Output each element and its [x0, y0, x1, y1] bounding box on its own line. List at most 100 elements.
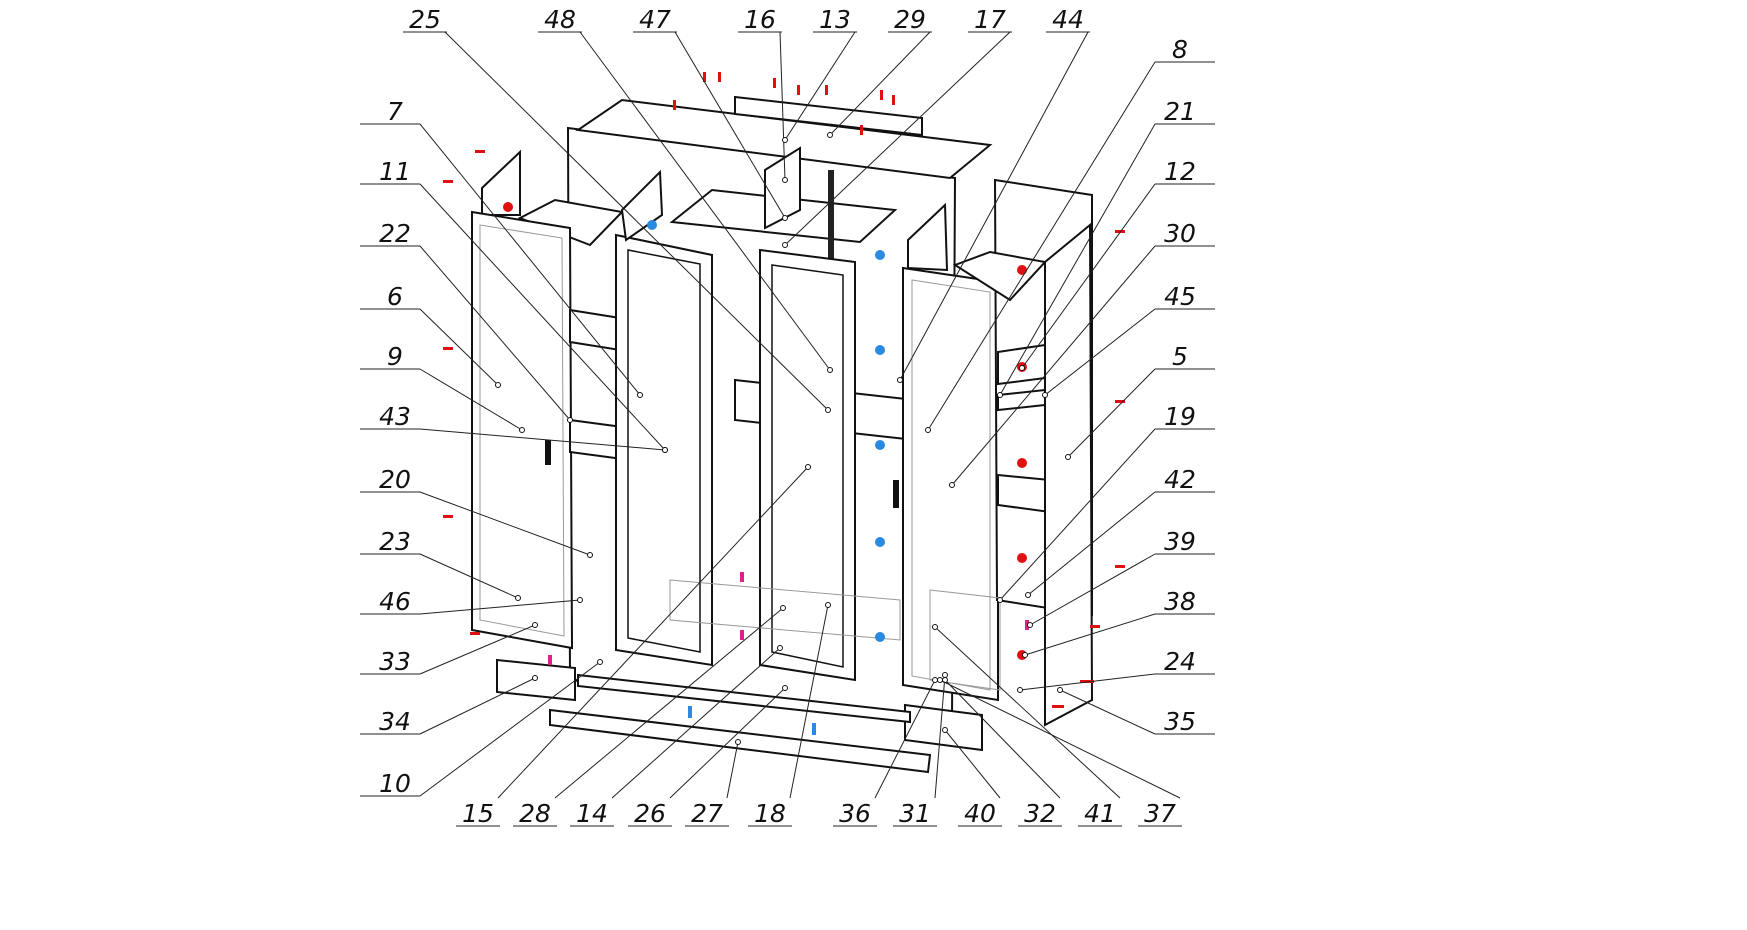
part-label-46: 46 [379, 587, 411, 616]
part-label-25: 25 [409, 5, 441, 34]
leader-line [951, 245, 1156, 486]
part-label-17: 17 [974, 5, 1006, 34]
leader-endpoint [997, 597, 1003, 603]
leader-line [419, 245, 571, 421]
leader-endpoint [1017, 687, 1023, 693]
leader-endpoint [782, 177, 788, 183]
leader-line [999, 428, 1156, 601]
leader-line [611, 647, 781, 799]
leader-line [944, 729, 1001, 799]
part-label-9: 9 [387, 342, 403, 371]
leader-line [419, 677, 536, 735]
leader-line [1021, 183, 1156, 369]
leader-endpoint [782, 215, 788, 221]
leader-endpoint [597, 659, 603, 665]
leader-endpoint [577, 597, 583, 603]
leader-endpoint [997, 392, 1003, 398]
part-label-45: 45 [1164, 282, 1196, 311]
part-label-38: 38 [1164, 587, 1196, 616]
left-narrow-panel [620, 169, 664, 242]
part-label-30: 30 [1164, 219, 1196, 248]
right-outer-panel [1044, 222, 1094, 727]
leader-line [554, 607, 784, 799]
part-label-29: 29 [894, 5, 926, 34]
leader-line [939, 679, 1181, 799]
leader-line [899, 31, 1089, 381]
leader-endpoint [827, 367, 833, 373]
part-label-34: 34 [379, 707, 411, 736]
part-label-42: 42 [1164, 465, 1196, 494]
part-label-7: 7 [387, 97, 403, 126]
part-label-36: 36 [839, 799, 871, 828]
leader-line [674, 31, 786, 219]
part-label-22: 22 [379, 219, 411, 248]
part-label-13: 13 [819, 5, 851, 34]
right-door-handle [893, 480, 899, 508]
part-label-10: 10 [379, 769, 411, 798]
leader-endpoint [735, 739, 741, 745]
leader-endpoint [1065, 454, 1071, 460]
leader-line [419, 368, 523, 431]
leader-line [579, 31, 831, 371]
leader-endpoint [782, 242, 788, 248]
part-label-44: 44 [1052, 5, 1084, 34]
leader-endpoint [932, 624, 938, 630]
leader-line [419, 661, 601, 797]
part-label-47: 47 [639, 5, 671, 34]
wardrobe-drawing [443, 72, 1125, 774]
leader-line [1027, 491, 1156, 596]
leader-endpoint [937, 677, 943, 683]
part-label-40: 40 [964, 799, 996, 828]
part-label-39: 39 [1164, 527, 1196, 556]
leader-endpoint [825, 602, 831, 608]
leader-line [1067, 368, 1156, 458]
leader-endpoint [1027, 622, 1033, 628]
leader-endpoint [1057, 687, 1063, 693]
part-label-28: 28 [519, 799, 551, 828]
leader-endpoint [519, 427, 525, 433]
leader-line [419, 599, 581, 615]
leader-endpoint [1022, 652, 1028, 658]
leader-line [419, 624, 536, 675]
leader-line [829, 31, 931, 136]
leader-lines [360, 31, 1215, 827]
leader-line [999, 123, 1156, 396]
bottom-rail [577, 673, 911, 724]
left-door-handle [545, 440, 551, 465]
leader-endpoint [1025, 592, 1031, 598]
part-label-32: 32 [1024, 799, 1056, 828]
part-label-35: 35 [1164, 707, 1196, 736]
leader-line [419, 428, 666, 451]
part-label-19: 19 [1164, 402, 1196, 431]
part-label-20: 20 [379, 465, 411, 494]
leader-endpoint [897, 377, 903, 383]
leader-line [419, 183, 666, 451]
leader-endpoint [587, 552, 593, 558]
leader-line [789, 604, 829, 799]
leader-endpoint [805, 464, 811, 470]
leader-endpoint [567, 417, 573, 423]
leader-line [419, 553, 519, 599]
leader-line [726, 741, 739, 799]
leader-endpoint [780, 605, 786, 611]
left-shelf-1 [569, 308, 621, 352]
center-divider [764, 146, 801, 230]
leader-line [1019, 673, 1156, 691]
leader-endpoint [777, 645, 783, 651]
leader-line [669, 687, 786, 799]
part-label-14: 14 [576, 799, 608, 828]
part-label-24: 24 [1164, 647, 1196, 676]
part-label-21: 21 [1164, 97, 1196, 126]
part-label-16: 16 [744, 5, 776, 34]
leader-endpoint [495, 382, 501, 388]
part-label-18: 18 [754, 799, 786, 828]
leader-endpoint [532, 622, 538, 628]
right-shelf-3 [997, 473, 1051, 514]
leader-line [1029, 553, 1156, 626]
leader-endpoint [825, 407, 831, 413]
leader-line [784, 31, 856, 141]
leader-line [497, 466, 809, 799]
leader-endpoint [932, 677, 938, 683]
leader-endpoint [532, 675, 538, 681]
